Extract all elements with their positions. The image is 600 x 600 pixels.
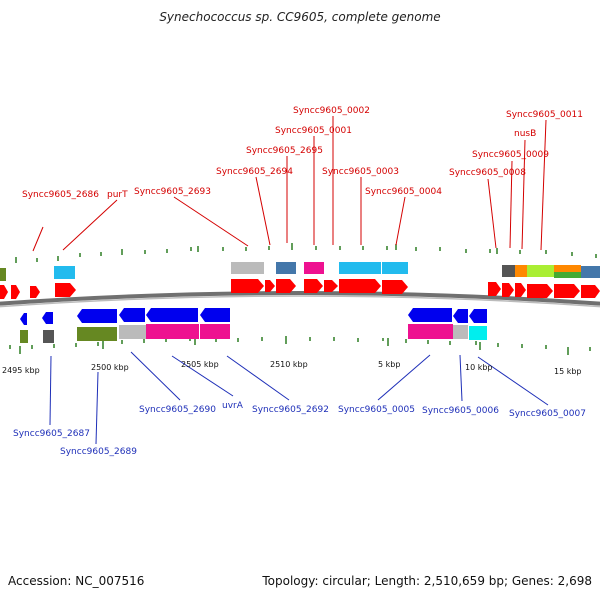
gene-label: Syncc9605_2687 xyxy=(13,429,90,439)
feature-box xyxy=(146,324,199,339)
gene-label: Syncc9605_2689 xyxy=(60,447,137,457)
feature-box xyxy=(0,268,6,281)
gene-arrow xyxy=(11,285,20,299)
gene-label: Syncc9605_2694 xyxy=(216,167,293,177)
feature-box xyxy=(408,324,453,339)
gene-label: Syncc9605_2686 xyxy=(22,190,99,200)
accession-text: Accession: NC_007516 xyxy=(8,574,145,588)
feature-box xyxy=(581,266,600,278)
feature-box xyxy=(276,262,296,274)
feature-box xyxy=(554,265,581,272)
feature-box xyxy=(119,325,146,339)
axis-label: 15 kbp xyxy=(554,367,582,376)
gene-label: Syncc9605_0009 xyxy=(472,150,549,160)
gene-label: Syncc9605_0007 xyxy=(509,409,586,419)
lower-feature-row xyxy=(20,324,487,343)
gene-label: Syncc9605_2690 xyxy=(139,405,216,415)
gene-arrow xyxy=(304,279,323,293)
tick-row-top xyxy=(15,243,597,263)
axis-label: 2510 kbp xyxy=(270,360,308,369)
gene-label: nusB xyxy=(514,129,536,139)
gene-arrow xyxy=(502,283,514,297)
feature-box xyxy=(304,262,324,274)
axis-label: 2500 kbp xyxy=(91,363,129,372)
gene-arrow xyxy=(200,308,230,322)
gene-label: Syncc9605_0008 xyxy=(449,168,526,178)
gene-arrow xyxy=(324,280,338,292)
gene-label: Syncc9605_0004 xyxy=(365,187,442,197)
reverse-genes xyxy=(20,308,487,325)
gene-arrow xyxy=(339,279,381,293)
gene-arrow xyxy=(146,308,198,322)
gene-arrow xyxy=(527,284,553,298)
upper-feature-row xyxy=(0,262,600,281)
axis-labels: 2495 kbp 2500 kbp 2505 kbp 2510 kbp 5 kb… xyxy=(2,360,582,376)
gene-arrow xyxy=(265,280,275,292)
axis-label: 2495 kbp xyxy=(2,366,40,375)
gene-arrow xyxy=(515,283,526,297)
axis-label: 5 kbp xyxy=(378,360,400,369)
gene-label: Syncc9605_0006 xyxy=(422,406,499,416)
gene-label: Syncc9605_0005 xyxy=(338,405,415,415)
axis-label: 2505 kbp xyxy=(181,360,219,369)
feature-box xyxy=(231,262,264,274)
top-labels: Syncc9605_2686 purT Syncc9605_2693 Syncc… xyxy=(22,106,583,200)
feature-box xyxy=(502,265,515,277)
feature-box xyxy=(469,326,487,340)
genome-summary-text: Topology: circular; Length: 2,510,659 bp… xyxy=(262,574,592,588)
gene-label: uvrA xyxy=(222,401,244,411)
gene-label: Syncc9605_0003 xyxy=(322,167,399,177)
gene-arrow xyxy=(30,286,40,298)
gene-label: Syncc9605_2693 xyxy=(134,187,211,197)
feature-box xyxy=(200,324,230,339)
genome-backbone xyxy=(0,291,600,306)
feature-box xyxy=(43,330,54,343)
feature-box xyxy=(339,262,381,274)
gene-arrow xyxy=(276,279,296,293)
gene-label: Syncc9605_0001 xyxy=(275,126,352,136)
gene-arrow xyxy=(20,313,27,325)
feature-box xyxy=(54,266,75,279)
gene-arrow xyxy=(0,285,8,299)
gene-arrow xyxy=(408,308,452,322)
gene-arrow xyxy=(554,284,580,298)
genome-title: Synechococcus sp. CC9605, complete genom… xyxy=(159,10,441,24)
feature-box xyxy=(453,325,468,339)
forward-genes xyxy=(0,279,600,299)
gene-arrow xyxy=(231,279,264,293)
gene-label: Syncc9605_0011 xyxy=(506,110,583,120)
gene-label: Syncc9605_2692 xyxy=(252,405,329,415)
feature-box xyxy=(20,330,28,343)
feature-box xyxy=(77,327,117,341)
gene-label: Syncc9605_0002 xyxy=(293,106,370,116)
gene-arrow xyxy=(488,282,501,296)
feature-box xyxy=(515,265,527,277)
gene-label: Syncc9605_2695 xyxy=(246,146,323,156)
gene-arrow xyxy=(581,285,600,298)
axis-label: 10 kbp xyxy=(465,363,493,372)
gene-arrow xyxy=(453,309,468,323)
bottom-leader-lines xyxy=(49,351,549,445)
gene-arrow xyxy=(119,308,145,322)
gene-label: purT xyxy=(107,190,128,200)
gene-arrow xyxy=(55,283,76,297)
feature-box xyxy=(382,262,408,274)
feature-box xyxy=(554,272,581,278)
gene-arrow xyxy=(42,312,53,324)
gene-arrow xyxy=(469,309,487,323)
bottom-labels: Syncc9605_2687 Syncc9605_2689 Syncc9605_… xyxy=(13,401,586,457)
feature-box xyxy=(527,265,554,277)
top-leader-lines xyxy=(32,116,547,252)
gene-arrow xyxy=(77,309,117,323)
gene-arrow xyxy=(382,280,408,294)
